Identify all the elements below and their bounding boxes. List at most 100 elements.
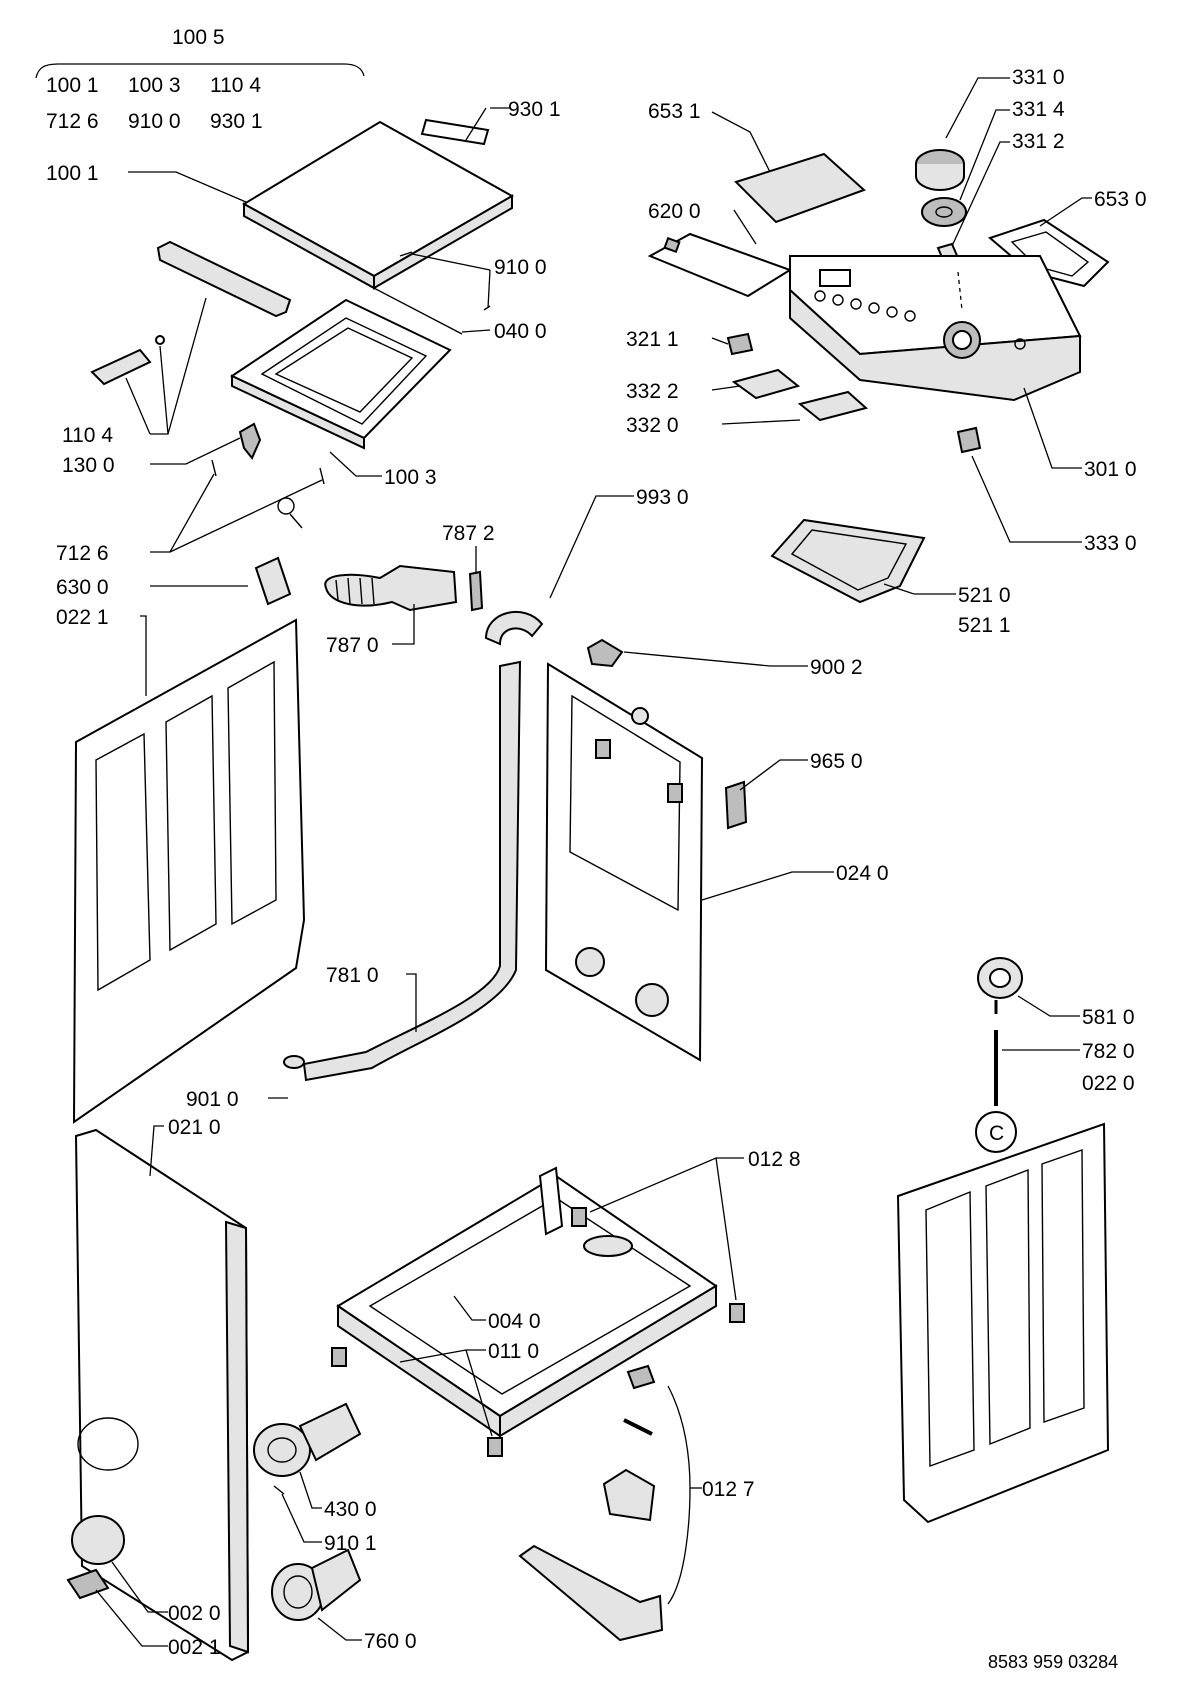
panel-button xyxy=(832,294,844,306)
part-004-0-base-edge-r xyxy=(499,1284,717,1438)
part-012-7-lever xyxy=(518,1544,664,1642)
leader-021-0 xyxy=(149,1125,164,1177)
part-331-4-gear xyxy=(921,197,967,227)
part-430-0-pump-inlet xyxy=(267,1437,297,1463)
right-side-leaders xyxy=(1002,995,1080,1051)
part-100-1-lid xyxy=(242,120,515,278)
label-012-8: 012 8 xyxy=(748,1148,801,1171)
label-040-0: 040 0 xyxy=(494,320,547,343)
label-331-4: 331 4 xyxy=(1012,98,1065,121)
label-900-2: 900 2 xyxy=(810,656,863,679)
part-787-0-hose xyxy=(324,564,458,612)
leader-653-0 xyxy=(1039,197,1092,227)
part-021-0-front-panel-edge xyxy=(224,1220,250,1654)
front-panel-assembly xyxy=(66,1128,250,1662)
base-assembly xyxy=(253,1166,745,1642)
part-022-0-side-panel xyxy=(896,1122,1110,1524)
label-712-6: 712 6 xyxy=(56,542,109,565)
leader-521-0 xyxy=(883,583,956,595)
part-024-0-panel-opening xyxy=(569,694,681,912)
part-002-1 xyxy=(66,1568,110,1600)
part-910-0-pin-a xyxy=(399,251,413,257)
leader-712-6-a xyxy=(150,473,215,553)
leader-993-0 xyxy=(549,495,634,599)
label-012-7: 012 7 xyxy=(702,1478,755,1501)
label-521-1: 521 1 xyxy=(958,614,1011,637)
leader-002-0 xyxy=(111,1561,168,1613)
label-100-1-group: 100 1 xyxy=(46,74,99,97)
label-332-0: 332 0 xyxy=(626,414,679,437)
part-110-4-latch xyxy=(90,348,152,386)
leader-110-4-b xyxy=(159,345,169,435)
label-782-0: 782 0 xyxy=(1082,1040,1135,1063)
label-301-0: 301 0 xyxy=(1084,458,1137,481)
panel-recess xyxy=(95,732,151,992)
group-brace xyxy=(35,63,365,79)
part-100-3-frame-edge xyxy=(231,374,365,450)
label-022-0: 022 0 xyxy=(1082,1072,1135,1095)
label-002-1: 002 1 xyxy=(168,1636,221,1659)
part-301-0-knob-seat-inner xyxy=(952,330,972,350)
leader-900-2 xyxy=(623,651,808,667)
leader-110-4-a xyxy=(150,297,207,435)
part-004-0-post xyxy=(538,1166,564,1236)
control-panel-assembly xyxy=(647,149,1110,604)
label-653-0: 653 0 xyxy=(1094,188,1147,211)
panel-button xyxy=(886,306,898,318)
label-100-3: 100 3 xyxy=(384,466,437,489)
leader-712-6-b xyxy=(169,479,323,553)
leader-022-1 xyxy=(140,615,147,696)
control-panel-leaders xyxy=(711,77,1092,595)
label-024-0: 024 0 xyxy=(836,862,889,885)
panel-recess xyxy=(925,1190,975,1467)
part-012-7-bracket xyxy=(602,1468,656,1522)
label-011-0: 011 0 xyxy=(488,1340,539,1363)
part-993-0-elbow xyxy=(484,610,544,646)
label-130-0: 130 0 xyxy=(62,454,115,477)
label-787-0: 787 0 xyxy=(326,634,379,657)
part-040-0-rod xyxy=(369,285,463,335)
part-630-0 xyxy=(254,556,292,606)
panel-button xyxy=(904,310,916,322)
part-321-1 xyxy=(726,332,754,356)
part-301-0-panel-front xyxy=(789,287,1081,402)
part-930-1 xyxy=(420,118,490,146)
label-100-3-group: 100 3 xyxy=(128,74,181,97)
part-130-0-hinge xyxy=(238,422,262,460)
leader-130-0 xyxy=(150,437,241,465)
label-521-0: 521 0 xyxy=(958,584,1011,607)
panel-button xyxy=(814,290,826,302)
label-620-0: 620 0 xyxy=(648,200,701,223)
part-521-0-dispenser-inner xyxy=(790,529,908,591)
front-panel-leaders xyxy=(95,1125,168,1647)
label-910-0: 910 0 xyxy=(494,256,547,279)
leader-787-0 xyxy=(392,604,415,645)
part-712-6-pin-a xyxy=(211,459,217,477)
label-630-0: 630 0 xyxy=(56,576,109,599)
leader-930-1 xyxy=(465,107,487,141)
part-331-4-gear-hub xyxy=(935,206,953,218)
leader-332-0 xyxy=(721,419,801,425)
part-024-0-hole xyxy=(631,707,649,725)
part-653-1-pcb xyxy=(734,152,866,224)
label-781-0: 781 0 xyxy=(326,964,379,987)
part-430-0-pump xyxy=(253,1423,311,1477)
leader-760-0 xyxy=(317,1617,362,1641)
leader-781-0 xyxy=(406,973,417,1032)
label-910-0-group: 910 0 xyxy=(128,110,181,133)
middle-left-assembly xyxy=(72,556,544,1124)
leader-012-7-brace xyxy=(667,1385,691,1605)
part-781-0-drain-hose xyxy=(302,660,522,1082)
middle-left-leaders xyxy=(140,495,634,1099)
label-110-4: 110 4 xyxy=(62,424,113,447)
part-333-0 xyxy=(956,426,982,454)
leader-012-8-a xyxy=(589,1157,744,1213)
leader-910-0-a xyxy=(411,253,491,271)
part-012-8-foot xyxy=(571,1207,587,1227)
leader-430-0 xyxy=(299,1471,322,1509)
leader-620-0 xyxy=(733,209,757,245)
leader-110-4-c xyxy=(125,377,151,435)
part-012-8-foot xyxy=(729,1303,745,1323)
label-965-0: 965 0 xyxy=(810,750,863,773)
label-021-0: 021 0 xyxy=(168,1116,221,1139)
